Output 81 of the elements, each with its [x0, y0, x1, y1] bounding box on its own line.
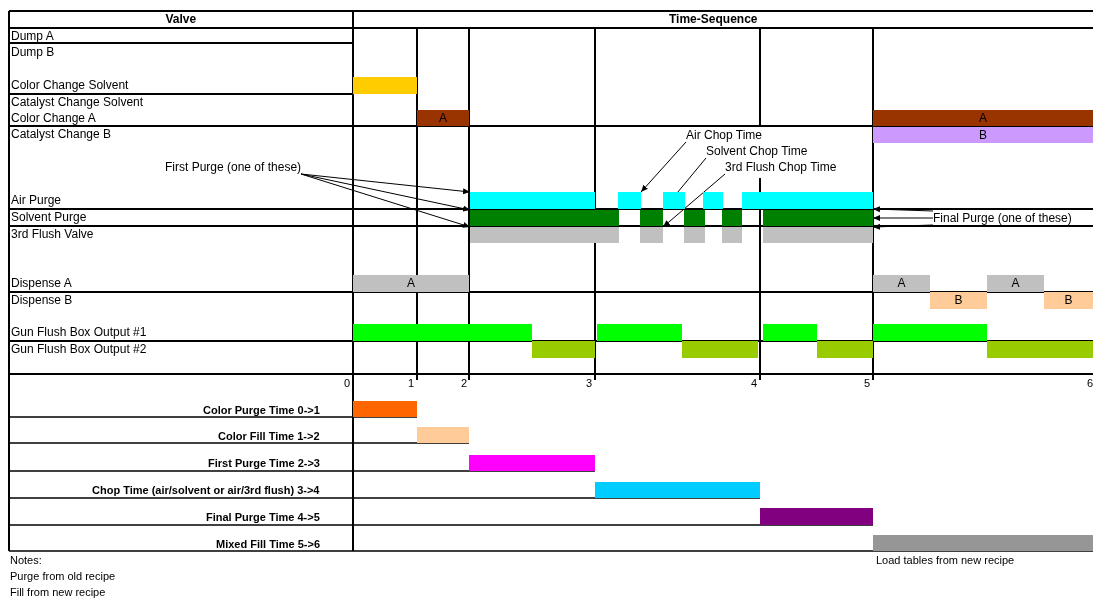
phase-label: Color Purge Time 0->1	[203, 403, 320, 417]
tick-label: 3	[586, 376, 593, 390]
callout-text: 3rd Flush Chop Time	[725, 160, 837, 174]
tick-label: 4	[751, 376, 758, 390]
timing-bar	[640, 227, 663, 243]
timing-bar	[722, 227, 742, 243]
timing-bar	[722, 210, 742, 226]
leader-arrow	[662, 173, 726, 228]
timing-bar	[684, 210, 705, 226]
timing-bar	[663, 192, 685, 209]
timing-bar	[763, 227, 873, 243]
row-label: Color Change A	[11, 111, 96, 125]
leader-arrow	[872, 215, 934, 221]
callout-text: Air Chop Time	[686, 128, 763, 142]
row-label: Dispense B	[11, 293, 73, 307]
row-label: Air Purge	[11, 193, 62, 207]
row-label: Solvent Purge	[11, 210, 87, 224]
timing-bar	[682, 341, 758, 358]
leader-arrow	[640, 141, 687, 193]
phase-bar	[595, 482, 760, 498]
tick-label: 5	[864, 376, 871, 390]
callout-text: Final Purge (one of these)	[933, 211, 1072, 225]
timing-bar: B	[930, 292, 987, 309]
timing-bar	[742, 192, 873, 209]
timing-bar	[470, 210, 619, 226]
note-text: Fill from new recipe	[10, 585, 106, 599]
phase-bar	[760, 508, 873, 525]
row-label: Dispense A	[11, 276, 72, 290]
row-label: Gun Flush Box Output #1	[11, 325, 147, 339]
timing-bar	[763, 324, 817, 341]
callout-text: Solvent Chop Time	[706, 144, 808, 158]
phase-label: Mixed Fill Time 5->6	[216, 537, 321, 551]
row-label: Dump A	[11, 29, 54, 43]
column-header: Valve	[165, 12, 197, 26]
timing-bar	[763, 210, 873, 226]
phase-bar	[353, 401, 417, 417]
phase-bar	[873, 535, 1093, 551]
leader-arrow	[300, 173, 471, 228]
timing-bar	[353, 324, 532, 341]
timing-bar	[684, 227, 705, 243]
phase-label: Color Fill Time 1->2	[218, 429, 320, 443]
timing-bar: A	[873, 275, 930, 292]
timing-bar	[618, 192, 641, 209]
timing-bar	[532, 341, 595, 358]
timing-bar	[597, 324, 682, 341]
callout-text: First Purge (one of these)	[165, 160, 302, 174]
tick-label: 1	[408, 376, 415, 390]
timing-bar	[470, 227, 619, 243]
timing-bar	[817, 341, 873, 358]
tick-label: 0	[344, 376, 351, 390]
row-label: Gun Flush Box Output #2	[11, 342, 147, 356]
timing-bar: A	[353, 275, 469, 292]
leader-arrow	[872, 206, 934, 213]
phase-bar	[469, 455, 595, 471]
timing-bar: B	[873, 127, 1093, 143]
timing-bar: B	[1044, 292, 1093, 309]
row-label: Color Change Solvent	[11, 78, 129, 92]
timing-bar	[640, 210, 663, 226]
phase-label: Chop Time (air/solvent or air/3rd flush) 3->4	[92, 483, 320, 497]
note-text: Purge from old recipe	[10, 569, 116, 583]
note-text: Load tables from new recipe	[876, 553, 1015, 567]
timing-bar	[873, 324, 987, 341]
timing-bar	[987, 341, 1093, 358]
note-text: Notes:	[10, 553, 42, 567]
column-header: Time-Sequence	[669, 12, 758, 26]
timing-bar	[470, 192, 595, 209]
timing-bar: A	[987, 275, 1044, 292]
phase-label: First Purge Time 2->3	[208, 456, 320, 470]
row-label: 3rd Flush Valve	[11, 227, 94, 241]
timing-bar: A	[417, 110, 469, 126]
row-label: Catalyst Change B	[11, 127, 112, 141]
timing-bar	[703, 192, 723, 209]
leader-arrow	[872, 223, 934, 230]
tick-label: 6	[1087, 376, 1093, 390]
timing-bar: A	[873, 110, 1093, 126]
tick-label: 2	[461, 376, 468, 390]
row-label: Catalyst Change Solvent	[11, 95, 144, 109]
row-label: Dump B	[11, 45, 55, 59]
phase-label: Final Purge Time 4->5	[206, 510, 320, 524]
timing-bar	[353, 77, 417, 94]
phase-bar	[417, 427, 469, 443]
